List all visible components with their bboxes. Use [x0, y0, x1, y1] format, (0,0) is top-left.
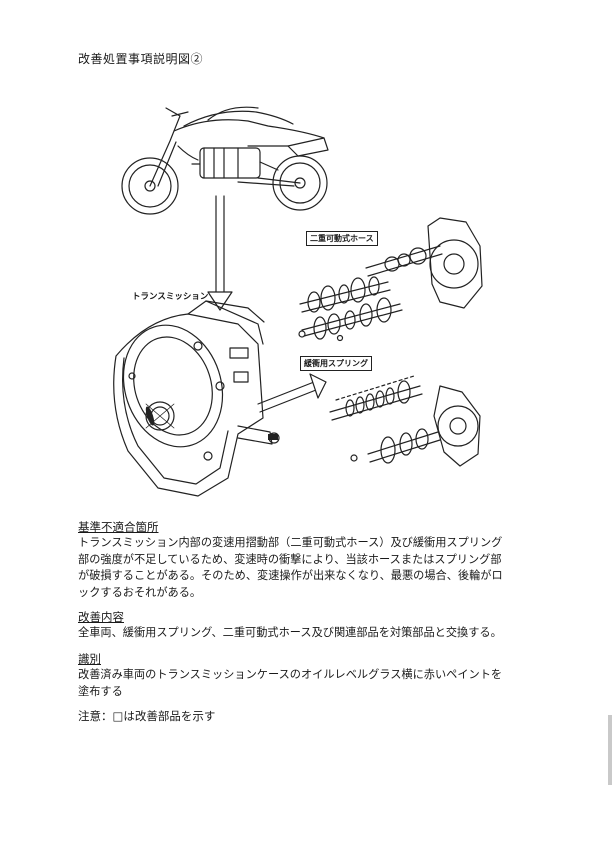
scan-edge-mark — [608, 715, 612, 785]
technical-illustration: 二重可動式ホース 緩衝用スプリング トランスミッション — [88, 86, 508, 506]
illustration-drawing — [113, 106, 483, 497]
note-text: 注意：□は改善部品を示す — [78, 709, 216, 723]
down-arrow — [207, 195, 233, 311]
callout-double-movable-hose: 二重可動式ホース — [306, 231, 378, 246]
section-heading-nonconformity: 基準不適合箇所 — [78, 520, 159, 534]
section-body-nonconformity: トランスミッション内部の変速用摺動部（二重可動式ホース）及び緩衝用スプリング部の… — [78, 536, 503, 599]
page-title: 改善処置事項説明図② — [78, 52, 204, 66]
section-heading-identification: 識別 — [78, 652, 101, 666]
motorcycle-drawing — [121, 106, 329, 215]
upper-gear-shaft-drawing — [298, 217, 483, 342]
callout-buffer-spring: 緩衝用スプリング — [300, 356, 372, 371]
section-body-improvement: 全車両、緩衝用スプリング、二重可動式ホース及び関連部品を対策部品と交換する。 — [78, 626, 502, 639]
transmission-case-drawing — [113, 300, 280, 497]
right-arrow — [257, 373, 327, 413]
label-transmission: トランスミッション — [132, 292, 209, 302]
section-heading-improvement: 改善内容 — [78, 610, 124, 624]
lower-gear-shaft-drawing — [329, 375, 481, 467]
section-body-identification: 改善済み車両のトランスミッションケースのオイルレベルグラス横に赤いペイントを塗布… — [78, 668, 503, 698]
